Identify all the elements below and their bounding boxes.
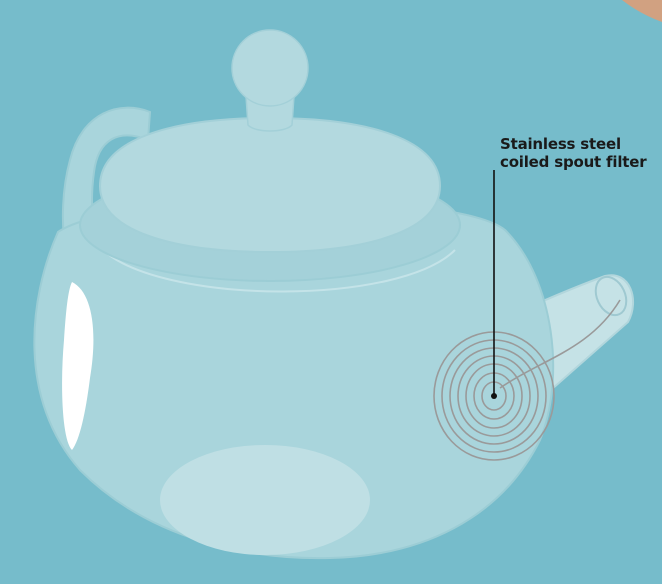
lid-knob (232, 30, 308, 106)
callout-line-1: Stainless steel (500, 135, 662, 153)
teapot-base (160, 445, 370, 555)
callout-line-2: coiled spout filter (500, 153, 662, 171)
corner-accent (622, 0, 662, 22)
callout-label: Stainless steel coiled spout filter (500, 135, 662, 171)
callout-point (491, 393, 497, 399)
teapot-lid (100, 118, 440, 252)
